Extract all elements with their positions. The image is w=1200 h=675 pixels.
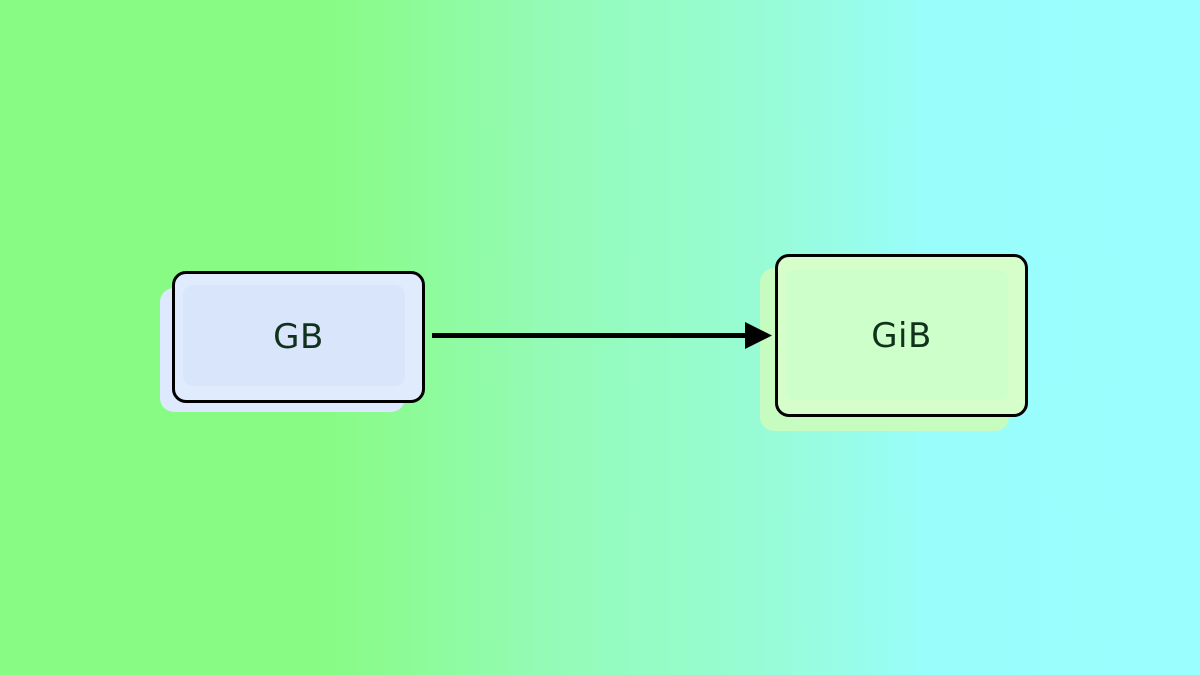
gb-node-label: GB	[273, 317, 324, 357]
gb-to-gib-arrowhead	[745, 322, 772, 349]
gib-node-label: GiB	[871, 315, 932, 356]
gib-node-fill	[785, 270, 1008, 400]
gib-node[interactable]: GiB	[775, 254, 1028, 417]
gb-node[interactable]: GB	[172, 271, 425, 403]
gb-node-fill	[183, 285, 405, 386]
